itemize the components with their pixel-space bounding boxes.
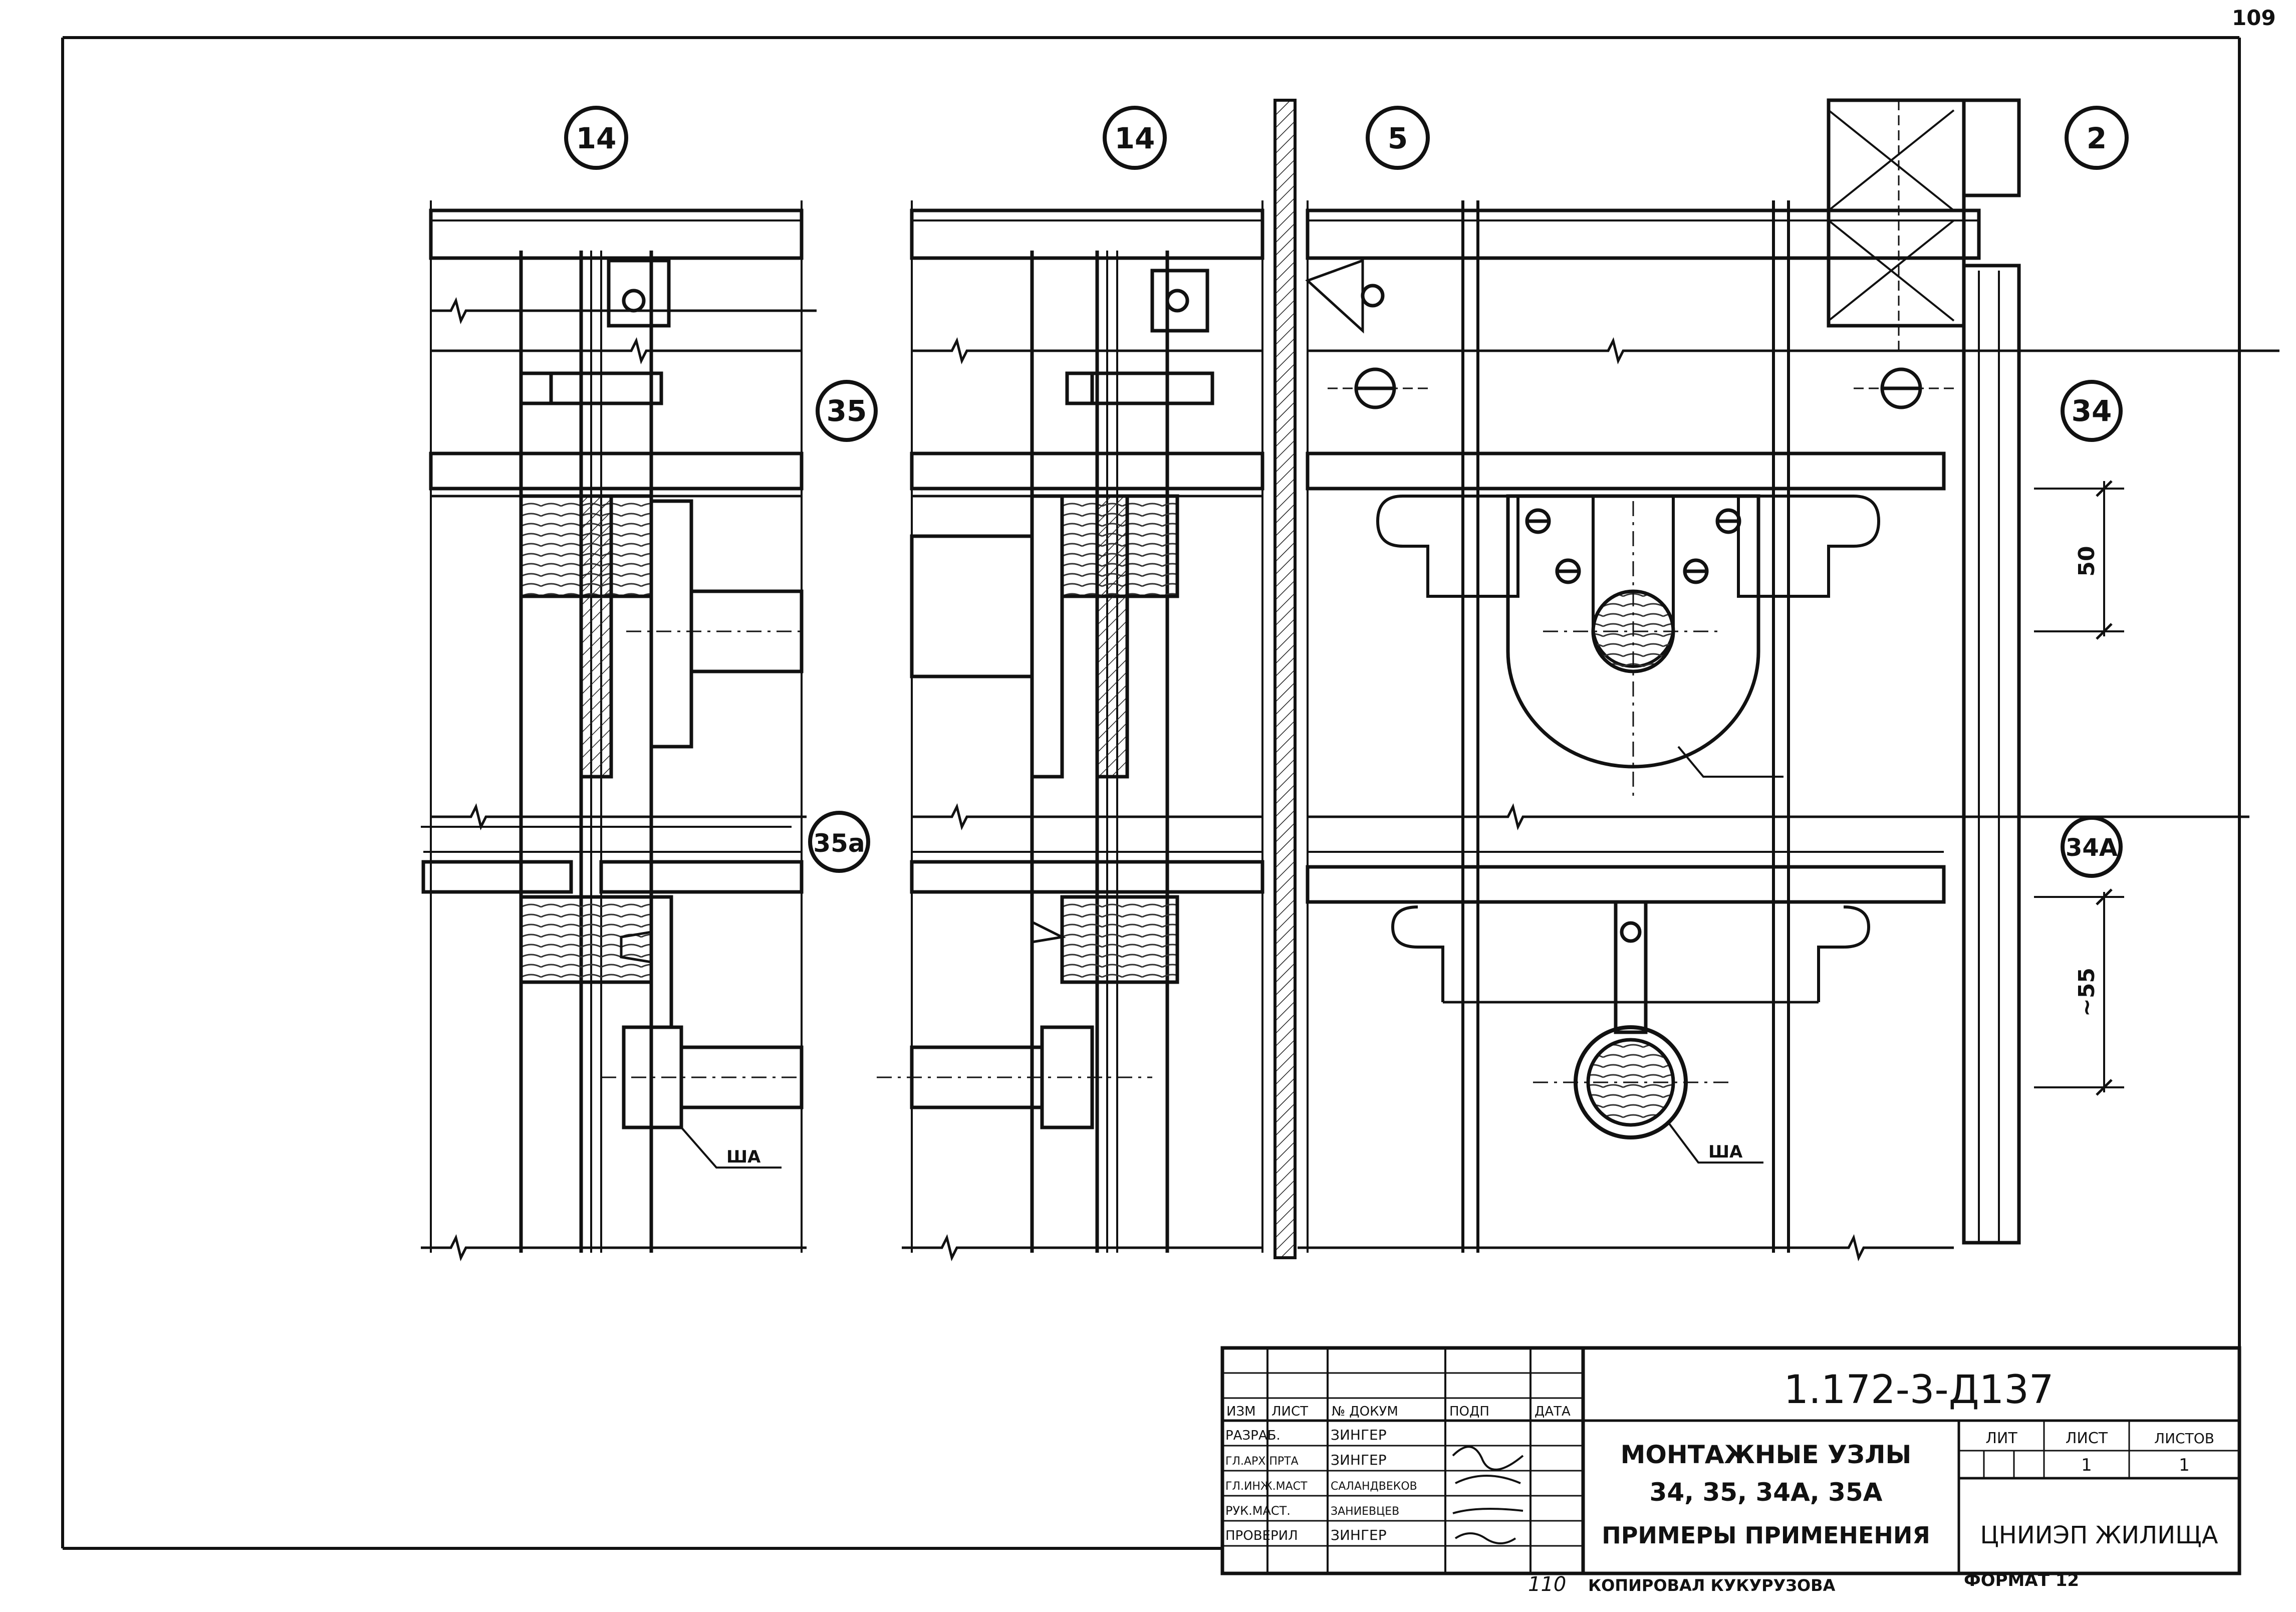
name-1: ЗИНГЕР [1331, 1427, 1387, 1443]
leader-label-sha-left: ША [726, 1147, 761, 1167]
callout-5 [1366, 106, 1430, 170]
callout-14-mid-label: 14 [1115, 121, 1155, 155]
callout-14-left-label: 14 [576, 121, 617, 155]
org-name: ЦНИИЭП ЖИЛИЩА [1980, 1521, 2218, 1549]
name-2: ЗИНГЕР [1331, 1452, 1387, 1468]
title-block [1220, 1346, 2241, 1575]
name-5: ЗИНГЕР [1331, 1527, 1387, 1543]
callout-35a-label: 35а [813, 829, 865, 858]
header-list: ЛИСТ [1271, 1404, 1308, 1419]
name-3: САЛАНДВЕКОВ [1331, 1480, 1417, 1493]
header-data: ДАТА [1535, 1404, 1571, 1419]
callout-34a [2061, 816, 2123, 878]
role-2: ГЛ.АРХ.ПРТА [1225, 1455, 1299, 1468]
doc-code: 1.172-3-Д137 [1783, 1367, 2054, 1413]
sheets-label: ЛИСТОВ [2154, 1430, 2214, 1447]
sheet-label: ЛИСТ [2066, 1430, 2108, 1447]
leader-label-sha-right: ША [1708, 1142, 1743, 1162]
header-izm: ИЗМ [1226, 1404, 1256, 1419]
title-block-text: 1.172-3-Д137 МОНТАЖНЫЕ УЗЛЫ 34, 35, 34А,… [1225, 1367, 2218, 1549]
name-4: ЗАНИЕВЦЕВ [1331, 1505, 1399, 1518]
callout-34 [2061, 380, 2123, 442]
role-5: ПРОВЕРИЛ [1225, 1528, 1298, 1543]
copy-number: 110 [1528, 1573, 1566, 1596]
sheet-frame [61, 36, 2241, 1573]
callout-14-left [564, 106, 628, 170]
panel-a [421, 200, 817, 1262]
wall-hatch [1273, 99, 1297, 1259]
callout-34-label: 34 [2072, 394, 2112, 428]
title-line-3: ПРИМЕРЫ ПРИМЕНЕНИЯ [1602, 1522, 1930, 1549]
callout-2-label: 2 [2087, 121, 2107, 155]
title-line-2: 34, 35, 34А, 35А [1650, 1478, 1883, 1507]
panel-c [1298, 98, 2279, 1262]
callout-14-mid [1103, 106, 1167, 170]
panel-b [877, 200, 1264, 1262]
role-4: РУК.МАСТ. [1225, 1504, 1291, 1518]
title-line-1: МОНТАЖНЫЕ УЗЛЫ [1621, 1440, 1912, 1469]
header-ndoc: № ДОКУМ [1332, 1404, 1398, 1419]
callout-5-label: 5 [1388, 121, 1408, 155]
callout-35-label: 35 [827, 394, 867, 428]
lit-label: ЛИТ [1985, 1430, 2017, 1447]
role-3: ГЛ.ИНЖ.МАСТ [1225, 1480, 1308, 1493]
page-number: 109 [2232, 6, 2276, 30]
dimension-55: ~55 [2074, 968, 2100, 1017]
callout-34a-label: 34А [2066, 834, 2118, 862]
callout-2 [2065, 106, 2129, 170]
callouts [564, 106, 2129, 878]
callout-35 [816, 380, 878, 442]
header-podp: ПОДП [1449, 1404, 1489, 1419]
copied-by: КОПИРОВАЛ КУКУРУЗОВА [1588, 1576, 1836, 1595]
callout-35a [808, 811, 870, 873]
format-label: ФОРМАТ 12 [1964, 1570, 2079, 1590]
role-1: РАЗРАБ. [1225, 1428, 1281, 1443]
dimension-50: 50 [2074, 546, 2100, 576]
sheet-value: 1 [2081, 1455, 2092, 1475]
signature-mark [1452, 1446, 1524, 1544]
sheets-value: 1 [2179, 1455, 2190, 1475]
